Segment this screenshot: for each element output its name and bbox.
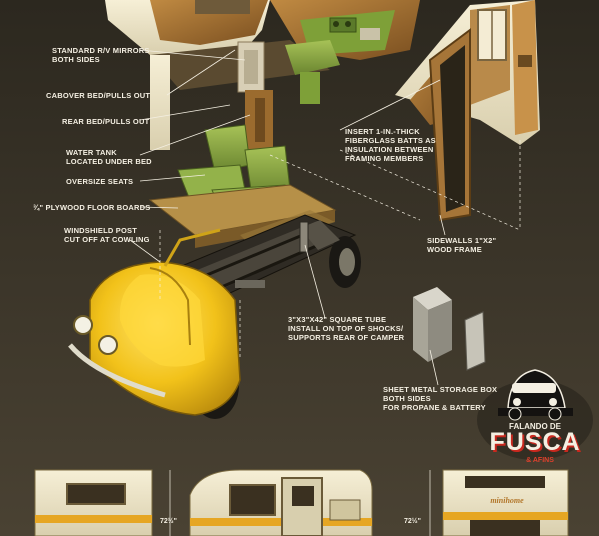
vw-beetle-front — [68, 228, 241, 419]
falando-de-fusca-logo — [477, 369, 593, 460]
dashed-guides — [159, 140, 521, 360]
label-square-tube: 3"X3"X42" SQUARE TUBE INSTALL ON TOP OF … — [288, 315, 405, 342]
label-water-tank: WATER TANK LOCATED UNDER BED — [66, 148, 152, 166]
label-rear-bed: REAR BED/PULLS OUT — [62, 117, 150, 126]
camper-badge: minihome — [490, 496, 524, 505]
label-windshield: WINDSHIELD POST CUT OFF AT COWLING — [64, 226, 150, 244]
logo-top-text: FALANDO DE — [509, 422, 561, 431]
dimension-left: 72½" — [160, 518, 177, 525]
label-floor: ¾" PLYWOOD FLOOR BOARDS — [33, 203, 151, 212]
logo-main-text: FUSCA — [489, 428, 581, 456]
label-cabover-bed: CABOVER BED/PULLS OUT — [46, 91, 151, 100]
square-tube — [299, 221, 309, 253]
label-storage-box: SHEET METAL STORAGE BOX BOTH SIDES FOR P… — [383, 385, 498, 412]
label-mirrors: STANDARD R/V MIRRORS BOTH SIDES — [52, 46, 150, 64]
bottom-elevations — [34, 469, 569, 536]
storage-box — [413, 287, 486, 371]
label-sidewalls: SIDEWALLS 1"X2" WOOD FRAME — [427, 236, 497, 254]
camper-sidewall — [395, 0, 540, 222]
dimension-right: 72½" — [404, 518, 421, 525]
label-insulation: INSERT 1-IN.-THICK FIBERGLASS BATTS AS I… — [345, 127, 436, 163]
logo-sub-text: & AFINS — [526, 457, 554, 464]
camper-kitchen — [270, 0, 420, 104]
camper-cabover — [105, 0, 330, 150]
label-seats: OVERSIZE SEATS — [66, 177, 134, 186]
leader-lines — [129, 49, 446, 386]
